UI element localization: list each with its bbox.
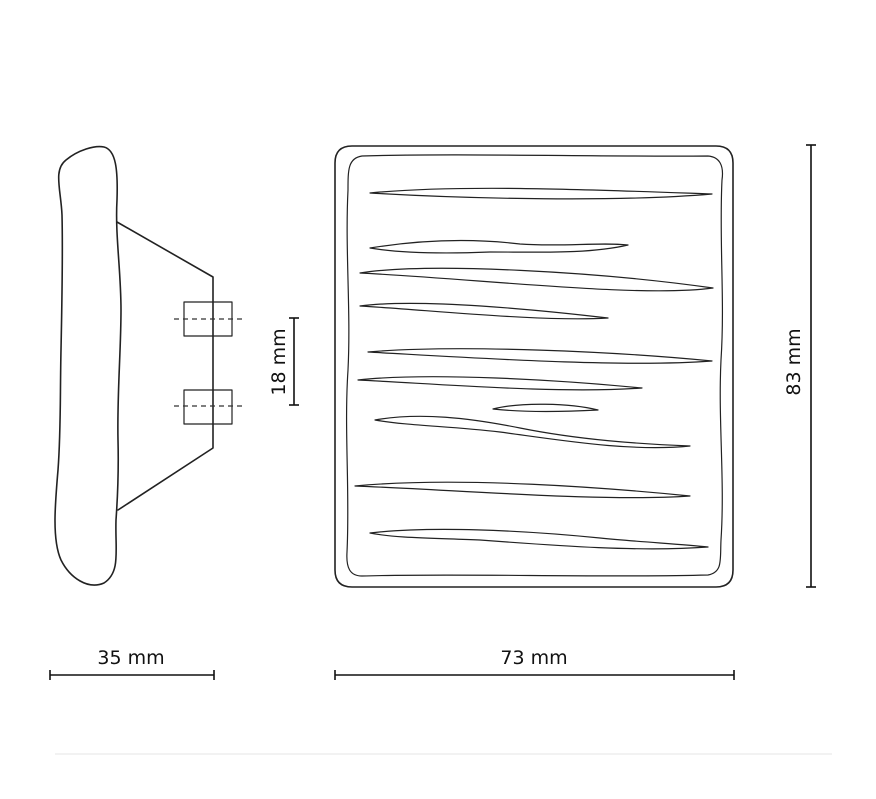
side-knob-profile [54, 145, 122, 586]
side-view [54, 145, 246, 586]
grain-streak [354, 481, 691, 499]
grain-streak [359, 267, 714, 292]
wood-grain [354, 187, 714, 550]
screw-insert-lower [183, 389, 233, 425]
label-screw-spacing: 18 mm [268, 328, 290, 395]
grain-streak [369, 239, 629, 254]
front-outer-plate [334, 145, 734, 588]
dimension-screw-spacing: 18 mm [268, 317, 299, 406]
label-front-width: 73 mm [500, 647, 567, 669]
grain-streak [492, 403, 599, 412]
label-side-width: 35 mm [97, 647, 164, 669]
grain-streak [369, 528, 709, 550]
dimension-side-width: 35 mm [49, 647, 215, 680]
dimension-front-height: 83 mm [783, 144, 816, 588]
front-inner-border [345, 154, 724, 577]
side-base-taper [116, 221, 214, 511]
front-view [334, 145, 734, 588]
label-front-height: 83 mm [783, 328, 805, 395]
dimension-front-width: 73 mm [334, 647, 735, 680]
grain-streak [369, 187, 713, 200]
grain-streak [374, 415, 691, 449]
grain-streak [357, 376, 643, 391]
grain-streak [367, 348, 713, 364]
grain-streak [359, 302, 609, 320]
screw-insert-upper [183, 301, 233, 337]
